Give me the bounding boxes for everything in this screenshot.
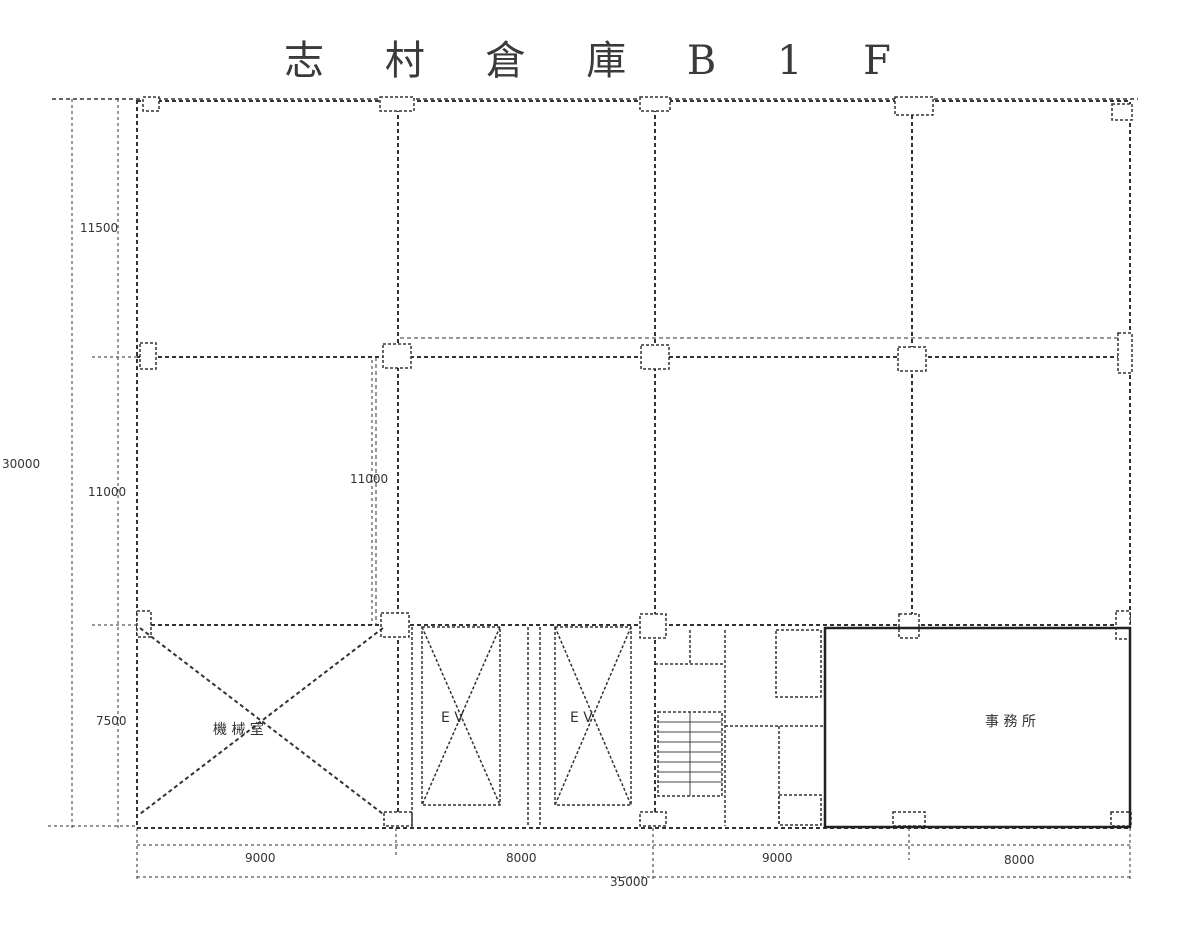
column bbox=[380, 612, 410, 638]
drawing-title: 志 村 倉 庫 B 1 F bbox=[284, 38, 915, 84]
dim-label-overall-width: 35000 bbox=[610, 875, 648, 889]
column bbox=[1117, 332, 1133, 374]
column bbox=[1111, 103, 1133, 121]
storage-cell bbox=[778, 794, 822, 826]
column bbox=[1110, 811, 1132, 827]
dim-label-bay-3: 9000 bbox=[762, 851, 793, 865]
column bbox=[640, 344, 670, 370]
dim-label-row-2-inner: 11000 bbox=[350, 472, 388, 486]
column bbox=[897, 346, 927, 372]
dim-label-row-3: 7500 bbox=[96, 714, 127, 728]
room-label-ev-1: E V bbox=[441, 710, 464, 726]
column bbox=[139, 342, 157, 370]
dim-label-bay-1: 9000 bbox=[245, 851, 276, 865]
column bbox=[894, 96, 934, 116]
outer-wall bbox=[136, 100, 1131, 829]
dim-label-bay-2: 8000 bbox=[506, 851, 537, 865]
column bbox=[639, 96, 671, 112]
elevator-2-cross bbox=[554, 626, 632, 806]
dim-label-row-1: 11500 bbox=[80, 221, 118, 235]
column bbox=[142, 96, 160, 112]
office-room bbox=[823, 626, 1132, 829]
elevator-1-cross bbox=[421, 626, 501, 806]
column bbox=[379, 96, 415, 112]
column bbox=[1115, 610, 1131, 640]
machine-room-cross bbox=[139, 627, 384, 815]
column bbox=[382, 343, 412, 369]
elevator-shaft-1 bbox=[421, 626, 501, 806]
column bbox=[892, 811, 926, 827]
machine-room-cross bbox=[139, 627, 384, 815]
column bbox=[639, 613, 667, 639]
dim-label-overall-height: 30000 bbox=[2, 457, 40, 471]
elevator-shaft-2 bbox=[554, 626, 632, 806]
dim-label-row-2: 11000 bbox=[88, 485, 126, 499]
stair-treads bbox=[658, 712, 722, 796]
column bbox=[383, 811, 413, 827]
column bbox=[898, 613, 920, 639]
room-label-office: 事 務 所 bbox=[985, 714, 1036, 730]
storage-cell bbox=[775, 629, 822, 698]
column bbox=[639, 811, 667, 827]
room-label-machine-room: 機 械 室 bbox=[213, 721, 264, 738]
room-label-ev-2: E V bbox=[570, 710, 593, 726]
column bbox=[136, 610, 152, 638]
dim-label-bay-4: 8000 bbox=[1004, 853, 1035, 867]
